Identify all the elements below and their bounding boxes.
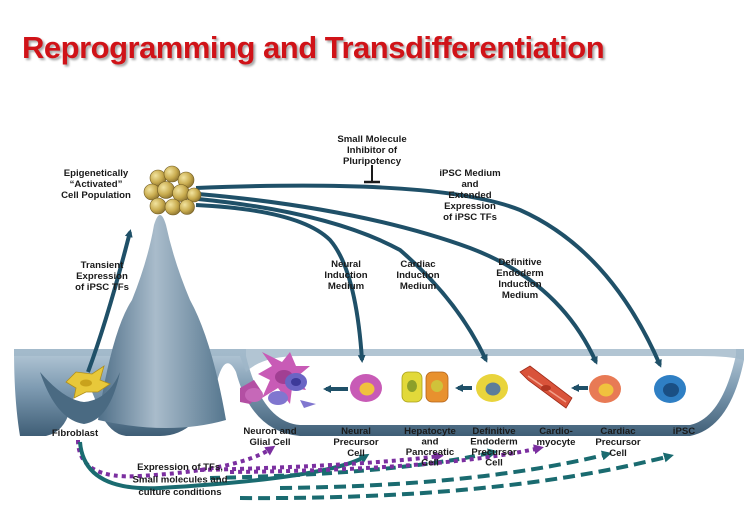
label-cardiomyocyte-line: Cardio- — [539, 426, 573, 437]
label-fibroblast: Fibroblast — [52, 428, 99, 439]
label-hepatocyte-pancreatic-line: Cell — [421, 458, 439, 469]
label-epigenetic-population-line: Cell Population — [61, 190, 131, 201]
label-transient-expression-line: Expression — [76, 271, 128, 282]
label-neural-precursor-line: Precursor — [333, 437, 379, 448]
label-neuron-glial-line: Neuron and — [243, 426, 296, 437]
label-legend-conditions-line: Small molecules and — [133, 475, 228, 486]
label-legend-conditions-line: Expression of TFs, — [137, 462, 223, 473]
hepatocyte-pancreatic-cells — [401, 371, 449, 403]
label-transient-expression-line: of iPSC TFs — [75, 282, 129, 293]
label-cardiac-precursor-line: Cell — [609, 448, 627, 459]
slide-title: Reprogramming and Transdifferentiation — [22, 30, 605, 65]
endoderm-precursor-cell — [476, 374, 508, 402]
label-ipsc-medium-line: iPSC Medium — [439, 168, 500, 179]
label-cardiac-induction-line: Medium — [400, 281, 436, 292]
fibroblast-cell — [65, 365, 111, 399]
neural-precursor-cell — [350, 374, 382, 402]
label-small-molecule-inhibitor-line: Inhibitor of — [347, 145, 398, 156]
label-neural-induction-line: Neural — [331, 259, 361, 270]
label-neural-precursor-line: Cell — [347, 448, 365, 459]
label-cardiac-precursor-line: Cardiac — [600, 426, 636, 437]
label-endoderm-induction-line: Definitive — [498, 257, 541, 268]
label-endoderm-precursor-line: Precursor — [471, 447, 517, 458]
label-neural-precursor-line: Neural — [341, 426, 371, 437]
label-legend-conditions-line: culture conditions — [138, 487, 221, 498]
label-small-molecule-inhibitor-line: Pluripotency — [343, 156, 402, 167]
label-cardiac-precursor-line: Precursor — [595, 437, 641, 448]
direct-conversion-arrows — [76, 439, 674, 501]
fibroblast-well — [40, 372, 120, 424]
label-ipsc: iPSC — [673, 426, 695, 437]
label-endoderm-precursor-line: Definitive — [472, 426, 515, 437]
landscape — [14, 215, 744, 436]
label-cardiomyocyte: Cardio-myocyte — [537, 426, 576, 448]
label-epigenetic-population-line: Epigenetically — [64, 168, 129, 179]
label-endoderm-induction-line: Endoderm — [496, 268, 543, 279]
label-fibroblast-line: Fibroblast — [52, 428, 99, 439]
label-hepatocyte-pancreatic-line: Pancreatic — [406, 447, 455, 458]
label-small-molecule-inhibitor-line: Small Molecule — [337, 134, 406, 145]
label-hepatocyte-pancreatic-line: Hepatocyte — [404, 426, 456, 437]
label-endoderm-induction-line: Induction — [498, 279, 541, 290]
label-ipsc-line: iPSC — [673, 426, 695, 437]
diagram-labels: Epigenetically“Activated”Cell Population… — [52, 134, 695, 498]
label-epigenetic-population-line: “Activated” — [70, 179, 123, 190]
landscape-hill — [98, 215, 226, 428]
label-neuron-glial-line: Glial Cell — [249, 437, 290, 448]
label-cardiomyocyte-line: myocyte — [537, 437, 576, 448]
label-ipsc-medium-line: Extended — [448, 190, 491, 201]
label-neural-induction-line: Induction — [324, 270, 367, 281]
label-hepatocyte-pancreatic-line: and — [421, 437, 438, 448]
label-ipsc-medium-line: Expression — [444, 201, 496, 212]
neuron-glial-cells — [240, 352, 316, 408]
epigenetic-cell-cluster — [143, 165, 202, 216]
ipsc-cell — [654, 375, 686, 403]
label-neural-induction-line: Medium — [328, 281, 364, 292]
label-cardiac-induction-line: Induction — [396, 270, 439, 281]
label-ipsc-medium-line: and — [461, 179, 478, 190]
label-ipsc-medium-line: of iPSC TFs — [443, 212, 497, 223]
label-transient-expression-line: Transient — [81, 260, 124, 271]
label-cardiac-induction-line: Cardiac — [400, 259, 436, 270]
label-epigenetic-population: Epigenetically“Activated”Cell Population — [61, 168, 131, 201]
cardiac-precursor-cell — [589, 375, 621, 403]
pathway-arrows — [86, 165, 662, 393]
label-endoderm-induction-line: Medium — [502, 290, 538, 301]
label-endoderm-precursor-line: Cell — [485, 458, 503, 469]
cardiomyocyte-cell — [519, 365, 573, 409]
label-endoderm-precursor-line: Endoderm — [470, 437, 517, 448]
